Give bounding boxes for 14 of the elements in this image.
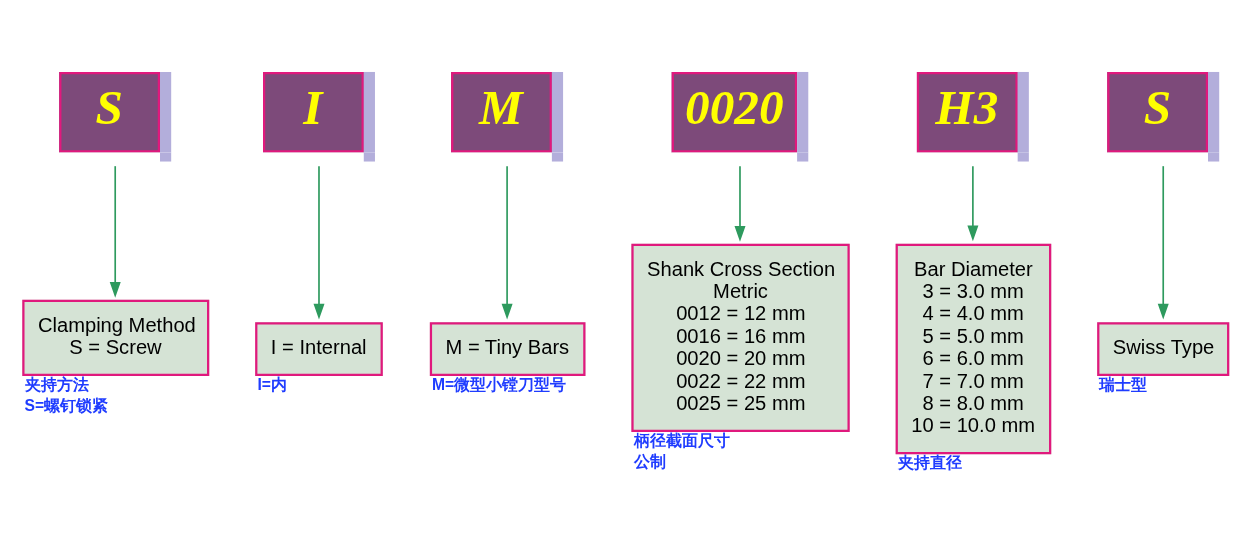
- node-label: M=微型小镗刀型号: [432, 375, 567, 393]
- node-label: I=内: [257, 375, 287, 393]
- node-label: 公制: [633, 452, 666, 470]
- arrow: [109, 164, 121, 298]
- arrow: [967, 164, 979, 241]
- arrow: [501, 164, 513, 320]
- arrow: [734, 164, 746, 242]
- node-label: 瑞士型: [1099, 375, 1148, 393]
- node-label: 夹持直径: [897, 453, 962, 471]
- arrow: [313, 164, 325, 320]
- node-label: 夹持方法: [24, 375, 89, 393]
- node-label: 柄径截面尺寸: [633, 431, 730, 449]
- arrow: [1157, 164, 1169, 320]
- node-label: S=螺钉锁紧: [24, 396, 109, 414]
